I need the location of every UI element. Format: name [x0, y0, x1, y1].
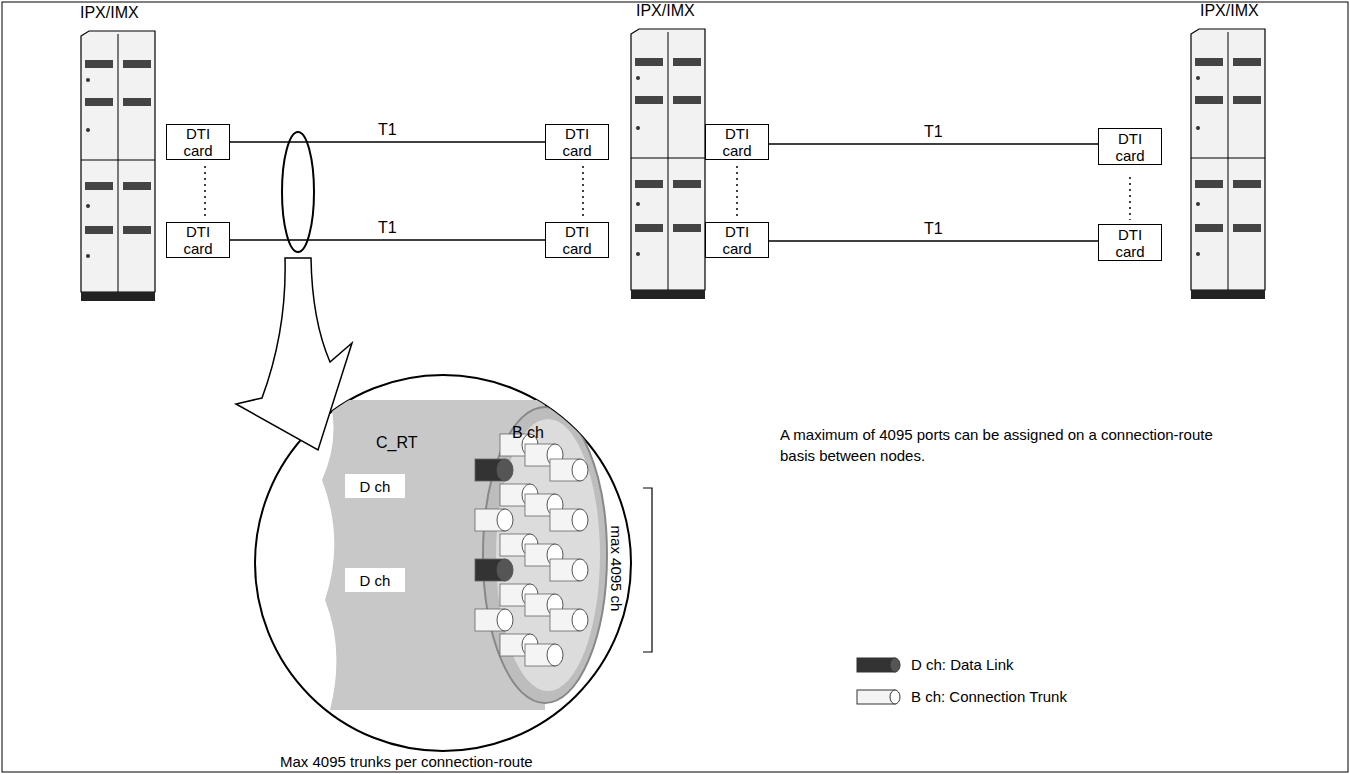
node-text: D ch	[360, 478, 391, 495]
dti-card: DTI card	[705, 222, 769, 258]
t1-line	[769, 241, 1098, 242]
dti-card: DTI card	[1098, 128, 1162, 165]
legend-sample	[855, 656, 903, 674]
legend-text: B ch: Connection Trunk	[911, 688, 1067, 706]
legend-row: B ch: Connection Trunk	[855, 688, 1067, 706]
channel-box: D ch	[345, 474, 405, 498]
node-text: DTI card	[549, 223, 605, 257]
note-text: A maximum of 4095 ports can be assigned …	[780, 424, 1240, 466]
label: IPX/IMX	[80, 3, 139, 22]
node-text: DTI card	[709, 223, 765, 257]
node-text: DTI card	[549, 125, 605, 159]
channel-box: D ch	[345, 568, 405, 592]
edge-label: T1	[376, 218, 399, 237]
legend-text: D ch: Data Link	[911, 656, 1014, 674]
dti-card: DTI card	[545, 222, 609, 258]
node-text: DTI card	[709, 125, 765, 159]
t1-line	[230, 240, 545, 241]
t1-line	[230, 142, 545, 143]
dti-card: DTI card	[166, 222, 230, 258]
legend-row: D ch: Data Link	[855, 656, 1014, 674]
dti-card: DTI card	[705, 124, 769, 160]
legend-sample	[855, 688, 903, 706]
edge-label: T1	[376, 120, 399, 139]
node-text: DTI card	[1102, 130, 1158, 164]
label: IPX/IMX	[636, 1, 695, 20]
cabinet	[631, 29, 705, 299]
dti-card: DTI card	[1098, 224, 1162, 261]
label: B ch	[512, 423, 544, 442]
t1-line	[769, 144, 1098, 145]
edge-label: T1	[922, 219, 945, 238]
node-text: DTI card	[1102, 226, 1158, 260]
label: Max 4095 trunks per connection-route	[280, 752, 533, 771]
node-text: D ch	[360, 572, 391, 589]
node-text: DTI card	[170, 125, 226, 159]
node-text: DTI card	[170, 223, 226, 257]
label: C_RT	[376, 433, 418, 452]
label: IPX/IMX	[1200, 1, 1259, 20]
dti-card: DTI card	[545, 124, 609, 160]
dimension-label: max 4095 ch	[607, 525, 626, 611]
edge-label: T1	[922, 122, 945, 141]
cabinet	[81, 31, 155, 301]
dti-card: DTI card	[166, 124, 230, 160]
cabinet	[1191, 29, 1265, 299]
